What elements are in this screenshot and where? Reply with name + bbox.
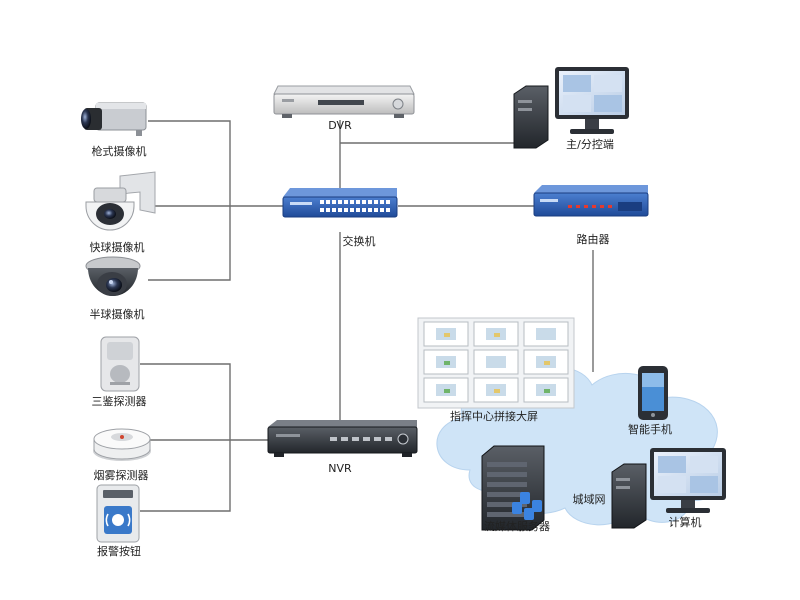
- switch-label: 交换机: [343, 234, 376, 248]
- speed-dome-label: 快球摄像机: [90, 240, 145, 254]
- half-dome-icon: [85, 256, 141, 296]
- smartphone-icon: [638, 366, 668, 420]
- alarm-button-icon: [96, 484, 140, 543]
- nvr-icon: [267, 420, 418, 457]
- half-dome-label: 半球摄像机: [90, 307, 145, 321]
- video-wall-icon: [417, 317, 575, 409]
- speed-dome-icon: [85, 171, 156, 231]
- computer-icon: [611, 448, 726, 529]
- dvr-icon: [273, 85, 415, 118]
- router-label: 路由器: [577, 232, 610, 246]
- labels: 枪式摄像机 快球摄像机 半球摄像机 三鉴探测器 烟雾探测器 报警按钮 DVR 交…: [90, 119, 702, 558]
- switch-icon: [282, 188, 398, 218]
- smoke-detector-icon: [93, 428, 151, 461]
- smoke-detector-label: 烟雾探测器: [94, 468, 149, 482]
- box-camera-label: 枪式摄像机: [92, 144, 147, 158]
- client-label: 主/分控端: [566, 137, 614, 151]
- nvr-label: NVR: [328, 462, 352, 475]
- client-workstation-icon: [513, 67, 629, 149]
- box-camera-icon: [81, 102, 147, 136]
- alarm-button-label: 报警按钮: [97, 544, 141, 558]
- smartphone-label: 智能手机: [628, 422, 672, 436]
- dvr-label: DVR: [328, 119, 352, 132]
- computer-label: 计算机: [669, 515, 702, 529]
- video-wall-label: 指挥中心拼接大屏: [450, 409, 538, 423]
- tri-detector-label: 三鉴探测器: [92, 395, 147, 408]
- tri-detector-icon: [100, 336, 140, 392]
- router-icon: [533, 185, 649, 217]
- wan-label: 城域网: [573, 493, 606, 506]
- connection-lines: [140, 120, 594, 512]
- media-server-label: 流媒体服务器: [484, 519, 550, 533]
- media-server-icon: [481, 445, 545, 531]
